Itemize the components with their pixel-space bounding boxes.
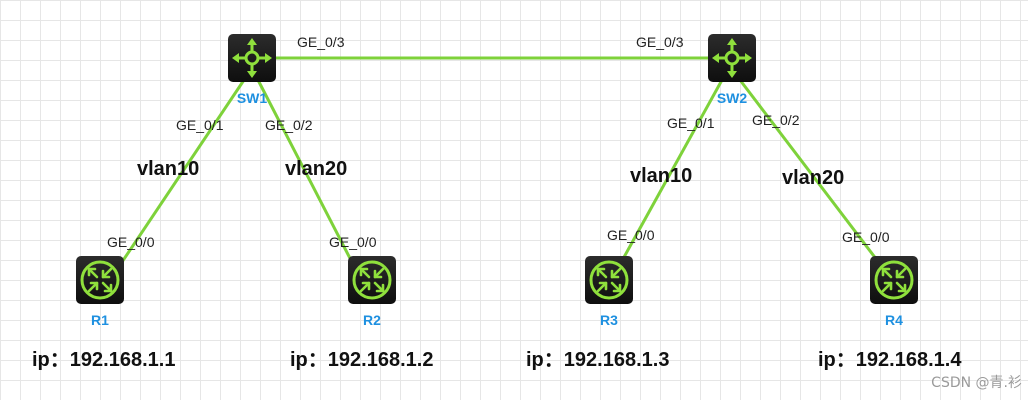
port-label-sw2-ge02: GE_0/2: [752, 112, 800, 128]
vlan-label-sw1-r2: vlan20: [285, 158, 347, 180]
ip-address: 192.168.1.3: [564, 349, 670, 371]
port-label-r1-ge00: GE_0/0: [107, 234, 155, 250]
switch-sw1[interactable]: [226, 32, 278, 84]
port-label-sw1-ge02: GE_0/2: [265, 117, 313, 133]
port-label-r2-ge00: GE_0/0: [329, 234, 377, 250]
ip-label-r2: ip：192.168.1.2: [290, 349, 433, 371]
router-icon: [583, 254, 635, 306]
port-label-r4-ge00: GE_0/0: [842, 229, 890, 245]
ip-address: 192.168.1.1: [70, 349, 176, 371]
link-sw1-r2: [256, 79, 357, 269]
ip-label-r4: ip：192.168.1.4: [818, 349, 962, 371]
port-label-r3-ge00: GE_0/0: [607, 227, 655, 243]
router-r3[interactable]: [583, 254, 635, 306]
router-icon: [868, 254, 920, 306]
switch-icon: [226, 32, 278, 84]
ip-prefix: ip：: [526, 349, 564, 371]
port-label-sw2-ge01: GE_0/1: [667, 115, 715, 131]
device-label-sw1: SW1: [237, 90, 268, 106]
port-label-sw1-ge01: GE_0/1: [176, 117, 224, 133]
vlan-label-sw2-r3: vlan10: [630, 165, 692, 187]
link-sw2-r4: [738, 79, 885, 269]
port-label-sw2-ge03: GE_0/3: [636, 34, 684, 50]
device-label-sw2: SW2: [717, 90, 748, 106]
vlan-label-sw2-r4: vlan20: [782, 167, 844, 189]
device-label-r1: R1: [91, 312, 109, 328]
watermark: CSDN @青.衫: [931, 375, 1022, 391]
link-sw1-r1: [116, 79, 246, 269]
router-r4[interactable]: [868, 254, 920, 306]
ip-prefix: ip：: [32, 349, 70, 371]
router-r1[interactable]: [74, 254, 126, 306]
link-sw2-r3: [616, 79, 724, 269]
ip-prefix: ip：: [290, 349, 328, 371]
port-label-sw1-ge03: GE_0/3: [297, 34, 345, 50]
device-label-r2: R2: [363, 312, 381, 328]
switch-icon: [706, 32, 758, 84]
device-label-r3: R3: [600, 312, 618, 328]
router-r2[interactable]: [346, 254, 398, 306]
ip-label-r3: ip：192.168.1.3: [526, 349, 669, 371]
router-icon: [346, 254, 398, 306]
device-label-r4: R4: [885, 312, 903, 328]
ip-address: 192.168.1.2: [328, 349, 434, 371]
ip-prefix: ip：: [818, 349, 856, 371]
vlan-label-sw1-r1: vlan10: [137, 158, 199, 180]
router-icon: [74, 254, 126, 306]
ip-address: 192.168.1.4: [856, 349, 963, 371]
ip-label-r1: ip：192.168.1.1: [32, 349, 175, 371]
switch-sw2[interactable]: [706, 32, 758, 84]
